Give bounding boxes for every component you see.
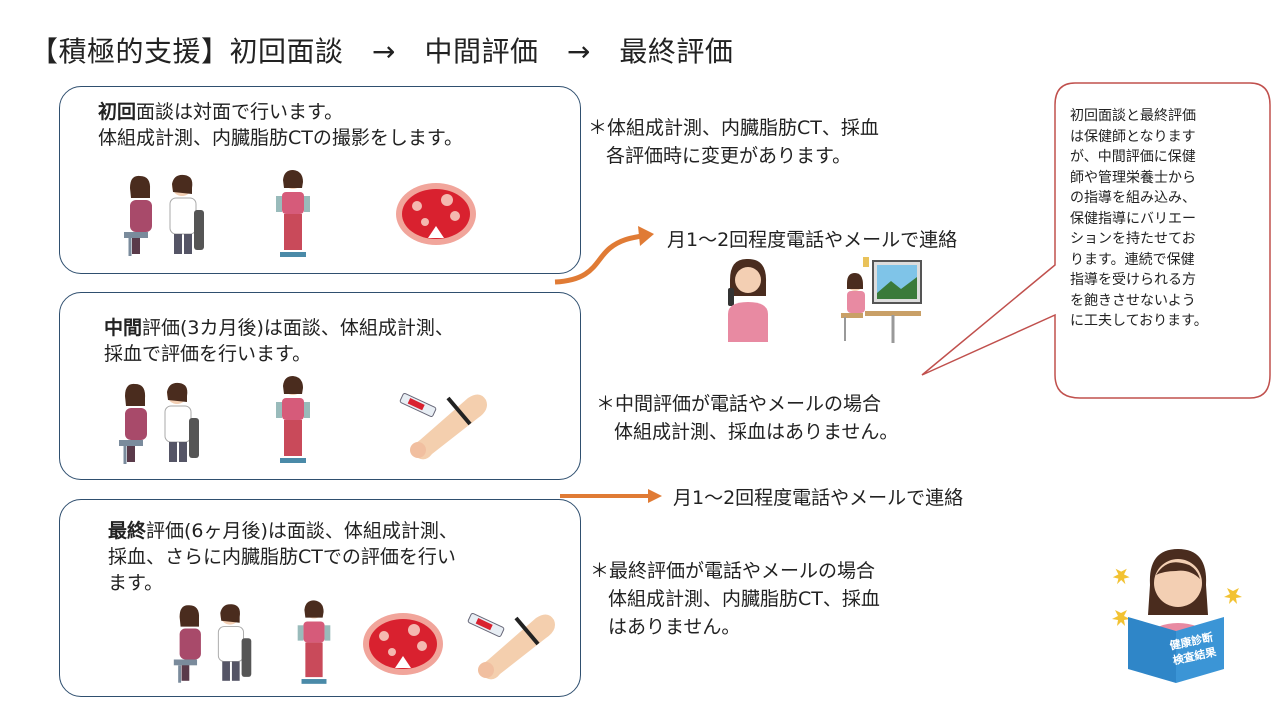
callout-line: に工夫しております。: [1070, 313, 1208, 329]
callout-line: を飽きさせないよう: [1070, 292, 1196, 309]
note1-line1: ＊体組成計測、内臓脂肪CT、採血: [588, 117, 879, 139]
contact-text-2: 月1～2回程度電話やメールで連絡: [673, 487, 964, 509]
initial-line2: 体組成計測、内臓脂肪CTの撮影をします。: [98, 127, 463, 149]
midterm-bold-label: 中間: [104, 317, 143, 339]
email-computer-illustration: [841, 257, 922, 343]
curved-arrow: [554, 226, 654, 285]
callout-line: ります。連続で保健: [1070, 251, 1195, 268]
final-evaluation-text: 最終評価(6ヶ月後)は面談、体組成計測、 採血、さらに内臓脂肪CTでの評価を行い…: [108, 518, 578, 596]
note-final-remote: ＊最終評価が電話やメールの場合 体組成計測、内臓脂肪CT、採血 はありません。: [590, 557, 880, 641]
body-composition-illustration-2: [276, 376, 310, 463]
callout-line: 保健指導にバリエー: [1070, 210, 1196, 227]
body-composition-illustration-3: [297, 600, 331, 684]
midterm-evaluation-text: 中間評価(3カ月後)は面談、体組成計測、 採血で評価を行います。: [104, 315, 574, 367]
speech-callout-shape: [921, 82, 1271, 399]
phone-call-illustration: [728, 258, 768, 342]
body-composition-illustration: [276, 170, 310, 257]
initial-line1: 面談は対面で行います。: [136, 101, 344, 123]
midterm-line2: 採血で評価を行います。: [104, 343, 312, 365]
blood-test-icon: [399, 393, 487, 460]
callout-line: 指導を受けられる方: [1070, 272, 1196, 288]
note-midterm-remote: ＊中間評価が電話やメールの場合 体組成計測、採血はありません。: [596, 390, 898, 446]
callout-line: の指導を組み込み、: [1070, 190, 1196, 206]
callout-line: 初回面談と最終評価: [1070, 108, 1196, 124]
initial-interview-text: 初回面談は対面で行います。 体組成計測、内臓脂肪CTの撮影をします。: [98, 99, 578, 151]
final-bold-label: 最終: [108, 520, 147, 542]
final-line2: 採血、さらに内臓脂肪CTでの評価を行い: [108, 546, 456, 568]
note2-line1: ＊中間評価が電話やメールの場合: [596, 393, 882, 415]
contact-text-1: 月1～2回程度電話やメールで連絡: [667, 229, 958, 251]
straight-arrow: [560, 489, 662, 503]
counseling-illustration: [124, 174, 204, 256]
note3-line1: ＊最終評価が電話やメールの場合: [590, 560, 876, 582]
visceral-fat-ct-icon: [396, 183, 476, 245]
health-check-result-illustration: [1112, 549, 1242, 683]
counseling-illustration-2: [119, 382, 199, 464]
note3-line3: はありません。: [608, 616, 741, 638]
final-line3: ます。: [108, 572, 164, 594]
note3-line2: 体組成計測、内臓脂肪CT、採血: [608, 588, 880, 610]
callout-line: 師や管理栄養士から: [1070, 169, 1196, 186]
midterm-line1: 評価(3カ月後)は面談、体組成計測、: [142, 317, 454, 339]
callout-line: ションを持たせてお: [1070, 231, 1196, 247]
callout-text: 初回面談と最終評価は保健師となりますが、中間評価に保健師や管理栄養士からの指導を…: [1070, 106, 1260, 332]
page-title: 【積極的支援】初回面談 → 中間評価 → 最終評価: [30, 35, 734, 68]
callout-line: が、中間評価に保健: [1070, 149, 1196, 165]
initial-bold-label: 初回: [98, 101, 137, 123]
final-line1: 評価(6ヶ月後)は面談、体組成計測、: [146, 520, 458, 542]
note-measurements: ＊体組成計測、内臓脂肪CT、採血 各評価時に変更があります。: [588, 114, 879, 170]
note2-line2: 体組成計測、採血はありません。: [614, 421, 899, 443]
midterm-evaluation-box: 中間評価(3カ月後)は面談、体組成計測、 採血で評価を行います。: [59, 292, 581, 480]
note1-line2: 各評価時に変更があります。: [606, 145, 852, 167]
callout-line: は保健師となります: [1070, 128, 1196, 145]
counseling-illustration-3: [173, 604, 252, 683]
visceral-fat-ct-icon-2: [363, 613, 443, 675]
blood-test-icon-2: [467, 613, 555, 680]
